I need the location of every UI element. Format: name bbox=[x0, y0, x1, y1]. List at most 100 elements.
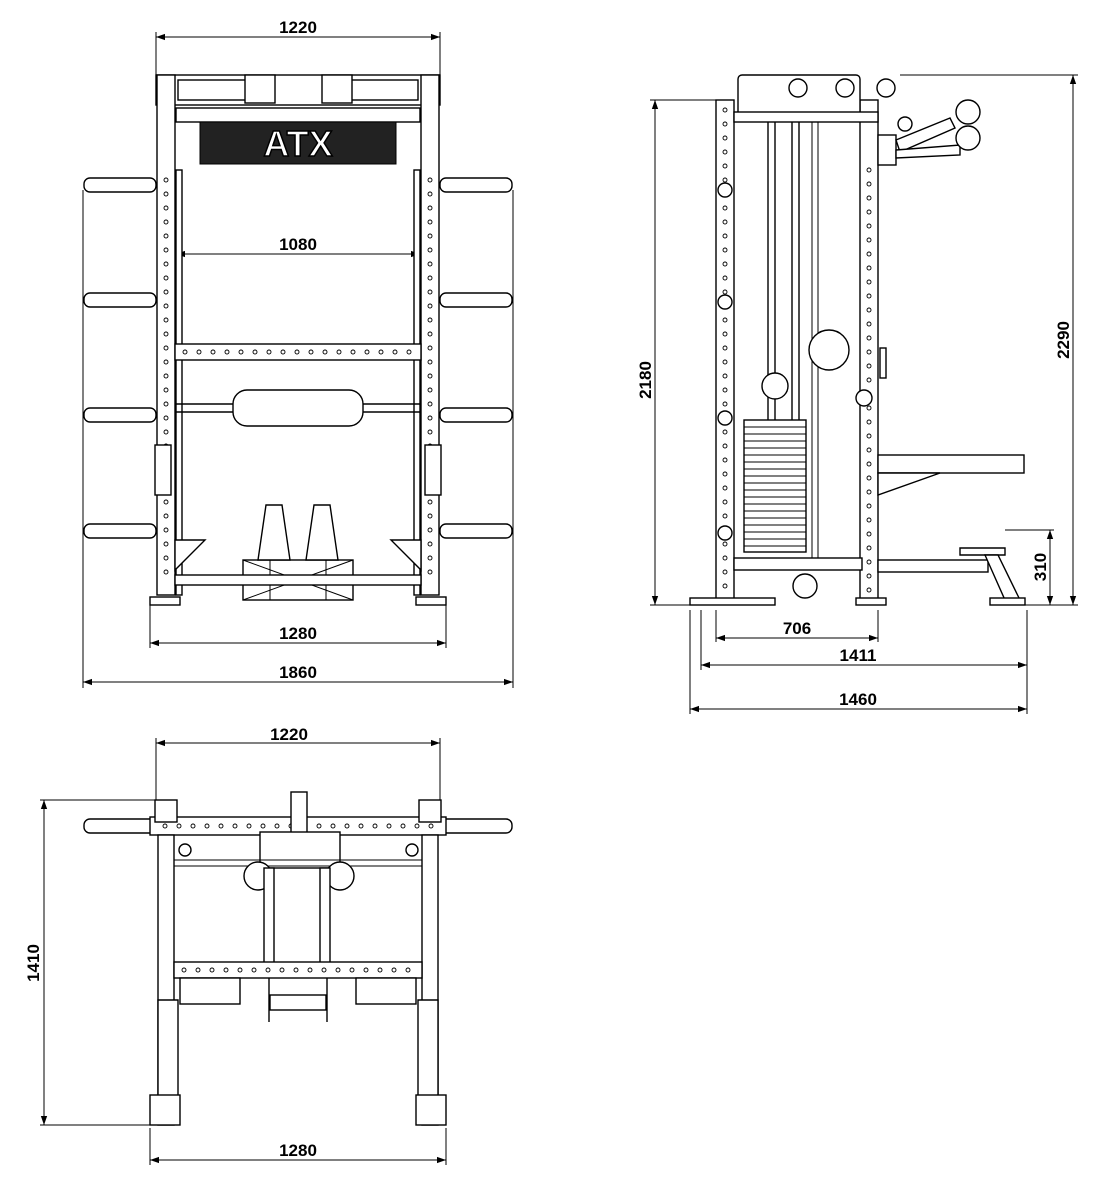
frame-hole bbox=[722, 471, 728, 477]
frame-hole bbox=[163, 205, 169, 211]
frame-hole bbox=[344, 823, 350, 829]
frame-hole bbox=[427, 205, 433, 211]
frame-hole bbox=[335, 967, 341, 973]
frame-hole bbox=[866, 237, 872, 243]
frame-hole bbox=[363, 967, 369, 973]
frame-hole bbox=[866, 559, 872, 565]
side-pulley-carriage bbox=[808, 329, 850, 371]
frame-hole bbox=[722, 135, 728, 141]
frame-hole bbox=[378, 349, 384, 355]
frame-hole bbox=[866, 377, 872, 383]
frame-hole bbox=[321, 967, 327, 973]
side-weight-stack bbox=[743, 419, 807, 553]
frame-hole bbox=[866, 195, 872, 201]
side-dip-arm bbox=[877, 454, 1025, 474]
top-view: 1220 1410 1280 bbox=[24, 725, 513, 1165]
frame-hole bbox=[163, 177, 169, 183]
front-logo: ATX bbox=[263, 123, 332, 164]
frame-hole bbox=[427, 513, 433, 519]
frame-hole bbox=[163, 233, 169, 239]
side-dim-frame-height-label: 2180 bbox=[636, 361, 655, 399]
frame-hole bbox=[163, 569, 169, 575]
side-view: 2180 2290 310 706 1411 1460 bbox=[636, 74, 1078, 714]
frame-hole bbox=[722, 317, 728, 323]
frame-hole bbox=[722, 219, 728, 225]
frame-hole bbox=[427, 415, 433, 421]
frame-hole bbox=[163, 247, 169, 253]
frame-hole bbox=[866, 181, 872, 187]
frame-hole bbox=[427, 177, 433, 183]
frame-hole bbox=[349, 967, 355, 973]
frame-hole bbox=[330, 823, 336, 829]
frame-hole bbox=[722, 233, 728, 239]
frame-hole bbox=[866, 433, 872, 439]
frame-hole bbox=[427, 387, 433, 393]
frame-hole bbox=[204, 823, 210, 829]
frame-hole bbox=[866, 265, 872, 271]
frame-hole bbox=[377, 967, 383, 973]
frame-hole bbox=[308, 349, 314, 355]
side-dim-total-depth-label: 1460 bbox=[839, 690, 877, 709]
frame-hole bbox=[427, 317, 433, 323]
frame-hole bbox=[722, 429, 728, 435]
frame-hole bbox=[163, 401, 169, 407]
frame-hole bbox=[190, 823, 196, 829]
front-right-foot bbox=[415, 596, 447, 606]
frame-hole bbox=[163, 499, 169, 505]
front-dim-base-label: 1280 bbox=[279, 624, 317, 643]
front-dim-inner-label: 1080 bbox=[279, 235, 317, 254]
frame-hole bbox=[223, 967, 229, 973]
frame-hole bbox=[427, 331, 433, 337]
frame-hole bbox=[294, 349, 300, 355]
frame-hole bbox=[427, 345, 433, 351]
frame-hole bbox=[163, 303, 169, 309]
side-dim-bench-height-label: 310 bbox=[1031, 553, 1050, 581]
frame-hole bbox=[163, 275, 169, 281]
front-roller-pad bbox=[232, 389, 364, 427]
frame-hole bbox=[722, 555, 728, 561]
frame-hole bbox=[722, 373, 728, 379]
frame-hole bbox=[866, 223, 872, 229]
frame-hole bbox=[866, 307, 872, 313]
frame-hole bbox=[866, 517, 872, 523]
frame-hole bbox=[163, 331, 169, 337]
frame-hole bbox=[866, 573, 872, 579]
frame-hole bbox=[163, 261, 169, 267]
side-dim-mid-depth-label: 1411 bbox=[840, 646, 877, 665]
frame-hole bbox=[722, 289, 728, 295]
frame-hole bbox=[866, 531, 872, 537]
frame-hole bbox=[722, 275, 728, 281]
frame-hole bbox=[163, 541, 169, 547]
frame-hole bbox=[195, 967, 201, 973]
front-dim-top-label: 1220 bbox=[279, 18, 317, 37]
frame-hole bbox=[427, 191, 433, 197]
frame-hole bbox=[163, 555, 169, 561]
frame-hole bbox=[722, 359, 728, 365]
frame-hole bbox=[427, 289, 433, 295]
frame-hole bbox=[866, 321, 872, 327]
frame-hole bbox=[237, 967, 243, 973]
frame-hole bbox=[163, 415, 169, 421]
frame-hole bbox=[232, 823, 238, 829]
frame-hole bbox=[181, 967, 187, 973]
frame-hole bbox=[162, 823, 168, 829]
frame-hole bbox=[866, 251, 872, 257]
frame-hole bbox=[866, 545, 872, 551]
frame-hole bbox=[279, 967, 285, 973]
frame-hole bbox=[427, 541, 433, 547]
frame-hole bbox=[406, 349, 412, 355]
frame-hole bbox=[866, 279, 872, 285]
frame-hole bbox=[722, 457, 728, 463]
front-dim-overall-label: 1860 bbox=[279, 663, 317, 682]
frame-hole bbox=[414, 823, 420, 829]
frame-hole bbox=[866, 405, 872, 411]
frame-hole bbox=[316, 823, 322, 829]
frame-hole bbox=[266, 349, 272, 355]
frame-hole bbox=[163, 219, 169, 225]
frame-hole bbox=[428, 823, 434, 829]
frame-hole bbox=[427, 359, 433, 365]
side-arm-pulley-lower bbox=[955, 125, 981, 151]
frame-hole bbox=[210, 349, 216, 355]
frame-hole bbox=[252, 349, 258, 355]
frame-hole bbox=[866, 209, 872, 215]
